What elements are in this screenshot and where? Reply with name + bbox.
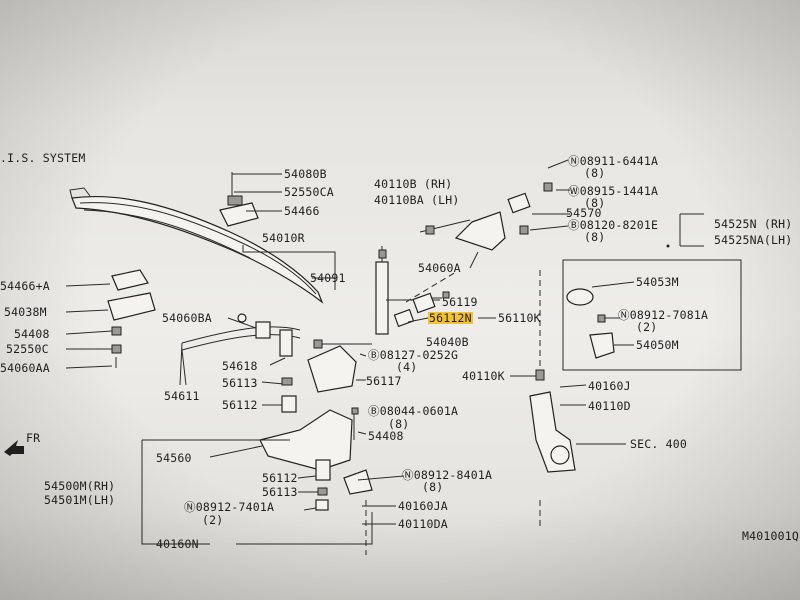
part-56119: 56119 [442, 295, 478, 309]
bolt-marks [237, 225, 529, 415]
inset-qty: (2) [636, 320, 658, 334]
lower-bracket [307, 339, 372, 393]
inset-box [562, 259, 742, 371]
part-54060ba: 54060BA [162, 311, 212, 325]
qty-08912-84: (8) [422, 480, 444, 494]
qty-08911: (8) [584, 166, 606, 180]
part-54611: 54611 [164, 389, 200, 403]
part-40110k: 40110K [462, 369, 505, 383]
section-400-ref: SEC. 400 [630, 437, 687, 451]
part-56117: 56117 [366, 374, 402, 388]
part-54038m: 54038M [4, 305, 47, 319]
part-52550ca: 52550CA [284, 185, 334, 199]
part-08044-0601a: Ⓑ08044-0601A [368, 404, 459, 418]
upper-control-arm [419, 159, 704, 269]
part-56112n-highlighted: 56112N [428, 311, 473, 325]
qty-08915: (8) [584, 196, 606, 210]
bump-stop-bracket [219, 172, 282, 227]
part-54525na: 54525NA(LH) [714, 233, 793, 247]
part-40110da: 40110DA [398, 517, 448, 531]
part-40160n: 40160N [156, 537, 199, 551]
part-54618: 54618 [222, 359, 258, 373]
part-08915-1441a: Ⓦ08915-1441A [568, 184, 659, 198]
part-08120-8201e: Ⓑ08120-8201E [568, 218, 659, 232]
lower-control-arm [141, 409, 405, 555]
part-54560: 54560 [156, 451, 192, 465]
part-40110d: 40110D [588, 399, 631, 413]
part-08127-0252g: Ⓑ08127-0252G [368, 348, 459, 362]
bushing-set [393, 271, 496, 328]
steering-knuckle [510, 270, 626, 530]
inset-part-08912-7081a: Ⓝ08912-7081A [618, 308, 709, 322]
part-54570: 54570 [566, 206, 602, 220]
shock-absorber [375, 246, 440, 335]
qty-08912-74: (2) [202, 513, 224, 527]
part-56112-upper: 56112 [222, 398, 258, 412]
part-40160j: 40160J [588, 379, 631, 393]
inset-part-54053m: 54053M [636, 275, 679, 289]
part-54080b: 54080B [284, 167, 327, 181]
qty-08120: (8) [584, 230, 606, 244]
part-54060aa: 54060AA [0, 361, 50, 375]
part-56113-lower: 56113 [262, 485, 298, 499]
part-54408-left: 54408 [14, 327, 50, 341]
front-arrow-icon [4, 440, 24, 456]
part-54466: 54466 [284, 204, 320, 218]
part-40110ba: 40110BA (LH) [374, 193, 460, 207]
part-54501m: 54501M(LH) [44, 493, 116, 507]
system-title: .I.S. SYSTEM [0, 151, 86, 165]
part-54010r: 54010R [262, 231, 305, 245]
part-54466a: 54466+A [0, 279, 50, 293]
part-40110b: 40110B (RH) [374, 177, 453, 191]
qty-08044: (8) [388, 417, 410, 431]
part-08911-6441a: Ⓝ08911-6441A [568, 154, 659, 168]
left-parts-stack [65, 269, 156, 369]
leader-54010r [242, 245, 336, 290]
part-54091: 54091 [310, 271, 346, 285]
part-56113-upper: 56113 [222, 376, 258, 390]
part-54060a: 54060A [418, 261, 461, 275]
qty-08127: (4) [396, 360, 418, 374]
part-54500m: 54500M(RH) [44, 479, 116, 493]
stabilizer-bar [179, 317, 301, 413]
part-54040b: 54040B [426, 335, 469, 349]
page-code: M401001Q [742, 529, 799, 543]
part-56112-lower: 56112 [262, 471, 298, 485]
part-08912-8401a: Ⓝ08912-8401A [402, 468, 493, 482]
leaf-spring [69, 187, 324, 304]
part-54408-right: 54408 [368, 429, 404, 443]
part-56110k: 56110K [498, 311, 541, 325]
inset-part-54050m: 54050M [636, 338, 679, 352]
front-label: FR [26, 431, 41, 445]
part-52550c: 52550C [6, 342, 49, 356]
part-08912-7401a: Ⓝ08912-7401A [184, 500, 275, 514]
part-40160ja: 40160JA [398, 499, 448, 513]
part-54525n: 54525N (RH) [714, 217, 793, 231]
